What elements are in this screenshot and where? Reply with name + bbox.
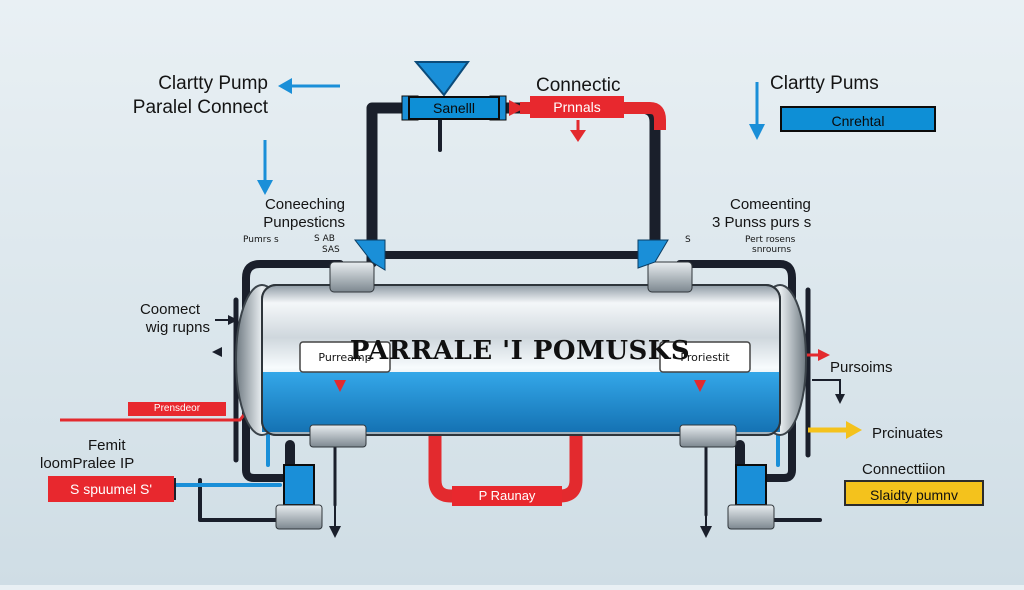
tag-bottom-right-yellow: Slaidty pumnv bbox=[844, 480, 984, 506]
small-label-left-1: Pumrs s bbox=[243, 235, 279, 245]
small-label-left-3: SAS bbox=[322, 245, 340, 255]
tag-top-right-blue: Cnrehtal bbox=[780, 106, 936, 132]
tag-bottom-center-red: P Raunay bbox=[452, 486, 562, 506]
label-right-lower: Prcinuates bbox=[872, 425, 943, 442]
tank bbox=[235, 284, 807, 436]
tank-title: PARRALE 'I POMUSKS bbox=[349, 336, 691, 366]
label-left-side-2: wig rupns bbox=[145, 319, 210, 336]
small-label-right-3: snrourns bbox=[752, 245, 792, 255]
label-right-side: Pursoims bbox=[830, 359, 893, 376]
top-valves bbox=[329, 95, 693, 293]
small-label-left-2: S AB bbox=[314, 234, 335, 244]
label-mid-left-1: Coneeching bbox=[264, 196, 345, 213]
tag-left-red: Prensdeor bbox=[128, 402, 226, 416]
tag-top-red: Prnnals bbox=[530, 96, 624, 118]
label-top-right: Clartty Pums bbox=[770, 73, 879, 94]
label-mid-right-2: 3 Punss purs s bbox=[712, 214, 812, 231]
tag-top-blue: Sanelll bbox=[408, 96, 500, 120]
tank-label-left: Purreamp bbox=[318, 351, 372, 364]
small-label-right-2: Pert rosens bbox=[745, 235, 796, 245]
label-mid-right-1: Comeenting bbox=[730, 196, 811, 213]
label-mid-left-2: Punpesticns bbox=[263, 214, 345, 231]
bottom-valves bbox=[275, 424, 775, 530]
label-top-left-2: Paralel Connect bbox=[132, 97, 268, 118]
label-top-center: Connectic bbox=[536, 75, 621, 96]
label-bottom-left-1: Femit bbox=[88, 437, 126, 454]
label-left-side-1: Coomect bbox=[139, 301, 200, 318]
flow-arrows bbox=[174, 78, 862, 538]
funnel-icon bbox=[413, 61, 470, 97]
tank-label-right: Proriestit bbox=[680, 351, 730, 364]
tag-bottom-left-red: S spuumel S' bbox=[48, 476, 174, 502]
label-bottom-left-2: loomPralee IP bbox=[40, 455, 135, 472]
small-label-right-1: S bbox=[685, 235, 691, 245]
label-top-left-1: Clartty Pump bbox=[158, 73, 268, 94]
label-bottom-right: Connecttiion bbox=[862, 461, 946, 478]
